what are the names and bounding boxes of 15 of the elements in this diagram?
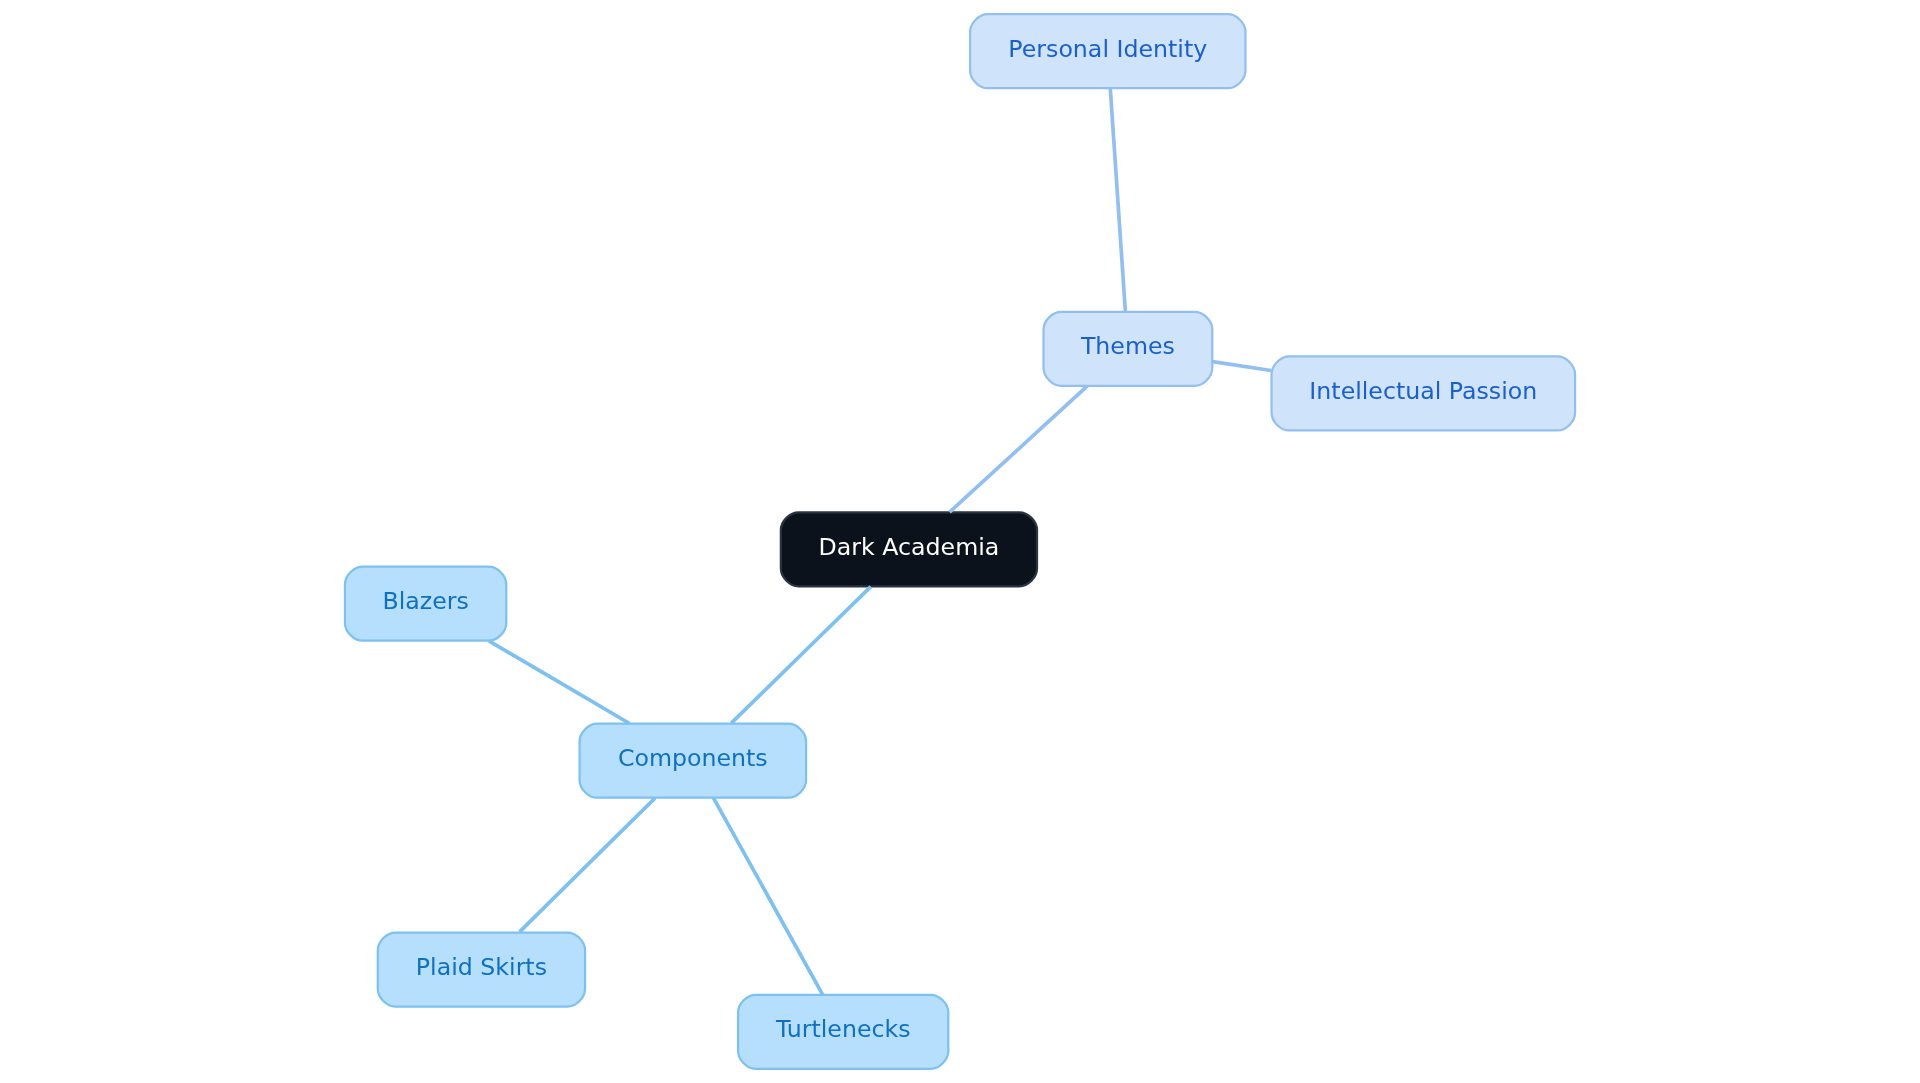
node-box: Plaid Skirts <box>376 931 587 1008</box>
connector <box>730 585 873 725</box>
node-box: Themes <box>1042 310 1214 387</box>
node-box: Turtlenecks <box>737 993 950 1070</box>
connector <box>1212 359 1272 373</box>
node-box: Blazers <box>343 565 508 642</box>
connector <box>1108 88 1128 312</box>
connector <box>488 639 631 726</box>
connector <box>948 384 1089 514</box>
node-box: Personal Identity <box>968 13 1247 90</box>
connector <box>518 796 657 934</box>
connector <box>711 796 825 996</box>
node-box: Intellectual Passion <box>1270 355 1577 432</box>
node-box: Components <box>578 722 808 799</box>
node-box: Dark Academia <box>779 511 1039 588</box>
